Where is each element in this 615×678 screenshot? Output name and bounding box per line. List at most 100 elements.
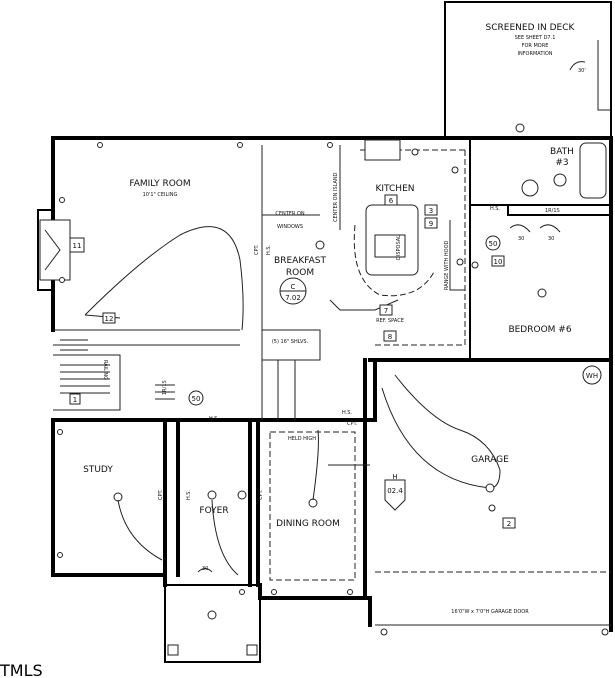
room-label-foyer: FOYER xyxy=(199,506,228,516)
kitchen-sink-counter xyxy=(364,139,401,161)
study-cpt-label: CPT. xyxy=(158,489,164,500)
room-label-study: STUDY xyxy=(83,465,113,475)
held-high-label: HELD HIGH xyxy=(288,436,316,442)
foyer-hs-top-label: H.S. xyxy=(209,416,219,422)
bath-3: BATH #3 H.S. 1R/1S xyxy=(490,142,607,214)
garage-door-post-icon xyxy=(380,628,388,636)
porch-column-icon xyxy=(167,644,179,656)
bathtub-icon xyxy=(579,142,607,199)
pendant-light-icon xyxy=(456,258,464,266)
garage-outlet-icon xyxy=(488,504,496,512)
pendant-light-icon xyxy=(411,148,419,156)
deck-angle: 30' xyxy=(578,68,586,74)
outlet-icon xyxy=(239,589,245,595)
porch-light-icon xyxy=(207,610,217,620)
ceiling-light-icon xyxy=(237,490,247,500)
fixture-tag-8: 8 xyxy=(388,333,392,341)
breakfast-room: BREAKFAST ROOM C 7.02 (5) 16" SHLVS. xyxy=(272,256,399,345)
door-swing-tag-text: 50 xyxy=(192,395,201,403)
fixture-tag-11: 11 xyxy=(73,242,82,250)
fixture-tag-7: 7 xyxy=(384,307,388,315)
ceiling-light-icon xyxy=(537,288,547,298)
range-hood-label: RANGE WITH HOOD xyxy=(444,240,450,290)
water-heater-label: WH xyxy=(586,372,598,380)
fixture-tag-2: 2 xyxy=(507,520,511,528)
fixture-tag-9: 9 xyxy=(429,220,433,228)
interior-walls xyxy=(51,138,611,600)
room-label-bath-line1: BATH xyxy=(550,147,574,157)
switch-icon xyxy=(471,261,479,269)
outlet-icon xyxy=(59,277,65,283)
toilet-icon xyxy=(521,179,539,197)
deck-note-3: INFORMATION xyxy=(517,51,552,57)
fixture-tag-3: 3 xyxy=(429,207,433,215)
island-sink-icon xyxy=(374,234,406,258)
outlet-icon xyxy=(271,589,277,595)
kitchen: KITCHEN 6 DISPOSAL 3 9 RANGE WITH HOOD R… xyxy=(353,139,465,342)
family-room: FAMILY ROOM 10'1" CEILING 11 12 CENTER O… xyxy=(39,142,341,406)
chandelier-icon xyxy=(308,498,318,508)
fireplace-icon: 11 xyxy=(39,219,85,281)
foyer-door-angle: 30 xyxy=(202,566,208,572)
disposal-label: DISPOSAL xyxy=(396,235,402,260)
outlet-icon xyxy=(57,552,63,558)
hs-label: H.S. xyxy=(266,245,272,255)
screened-deck: SCREENED IN DECK SEE SHEET D7.1 FOR MORE… xyxy=(486,23,610,133)
room-label-breakfast-line1: BREAKFAST xyxy=(274,256,326,266)
dining-cpt-top-label: CPT. xyxy=(347,421,358,427)
deck-light-fixture xyxy=(515,123,525,133)
cpt-label: CPT. xyxy=(254,244,260,255)
section-tag-h-letter: H xyxy=(392,473,397,481)
section-tag-c-letter: C xyxy=(291,283,296,291)
room-label-family-room: FAMILY ROOM xyxy=(129,179,190,189)
deck-note-1: SEE SHEET D7.1 xyxy=(515,35,556,41)
section-tag-c-number: 7.02 xyxy=(285,294,301,302)
section-tag-h: H 02.4 xyxy=(384,473,406,511)
door-swing-tag xyxy=(485,235,501,251)
fixture-tag-12: 12 xyxy=(105,315,114,323)
ceiling-light-icon xyxy=(315,240,325,250)
section-tag-c: C 7.02 xyxy=(279,277,307,305)
door-swing-tag xyxy=(188,390,204,406)
ceiling-light-icon xyxy=(207,490,217,500)
dining-hs-label: H.S. xyxy=(342,410,352,416)
dining-room: DINING ROOM HELD HIGH CPT. CPT. H.S. xyxy=(258,410,358,595)
bedroom-6: BEDROOM #6 30 30 50 10 WH xyxy=(471,224,602,385)
deck-note-2: FOR MORE xyxy=(522,43,549,49)
dining-cpt-label: CPT. xyxy=(258,489,264,500)
bed-door-angle-1: 30 xyxy=(518,236,524,242)
bath-dim-label: 1R/1S xyxy=(545,208,560,214)
outlet-icon xyxy=(97,142,103,148)
railing-label: RAILING xyxy=(102,360,108,380)
exterior-walls xyxy=(37,1,613,663)
garage: GARAGE 2 H 02.4 16'0"W x 7'0"H GARAGE DO… xyxy=(328,374,611,636)
study: STUDY CPT. xyxy=(57,429,164,561)
outlet-icon xyxy=(57,429,63,435)
room-label-garage: GARAGE xyxy=(471,455,509,465)
stair-dim-label: 1R/1S xyxy=(162,380,168,395)
room-label-breakfast-line2: ROOM xyxy=(286,268,314,278)
bath-hs-label: H.S. xyxy=(490,206,500,212)
ref-space-label: REF. SPACE xyxy=(376,318,404,324)
room-label-bath-line2: #3 xyxy=(555,158,568,168)
fixture-tag-6: 6 xyxy=(389,197,394,205)
family-room-ceiling-note: 10'1" CEILING xyxy=(143,192,178,198)
sink-icon xyxy=(553,173,567,187)
outlet-icon xyxy=(347,589,353,595)
bed-door-angle-2: 30 xyxy=(548,236,554,242)
garage-door-label: 16'0"W x 7'0"H GARAGE DOOR xyxy=(451,609,529,615)
outlet-icon xyxy=(59,197,65,203)
fixture-tag-10: 10 xyxy=(494,258,503,266)
center-island-label: CENTER ON ISLAND xyxy=(333,172,339,222)
room-label-kitchen: KITCHEN xyxy=(376,184,415,194)
porch-column-icon xyxy=(246,644,258,656)
outlet-icon xyxy=(327,142,333,148)
watermark: TMLS xyxy=(0,661,43,678)
foyer: FOYER H.S. H.S. 30 xyxy=(167,416,258,656)
garage-door-post-icon xyxy=(601,628,609,636)
water-heater-icon xyxy=(582,365,602,385)
garage-light-icon xyxy=(485,483,495,493)
pendant-light-icon xyxy=(451,166,459,174)
room-label-dining-room: DINING ROOM xyxy=(276,519,340,529)
center-windows-label-2: WINDOWS xyxy=(277,224,303,230)
